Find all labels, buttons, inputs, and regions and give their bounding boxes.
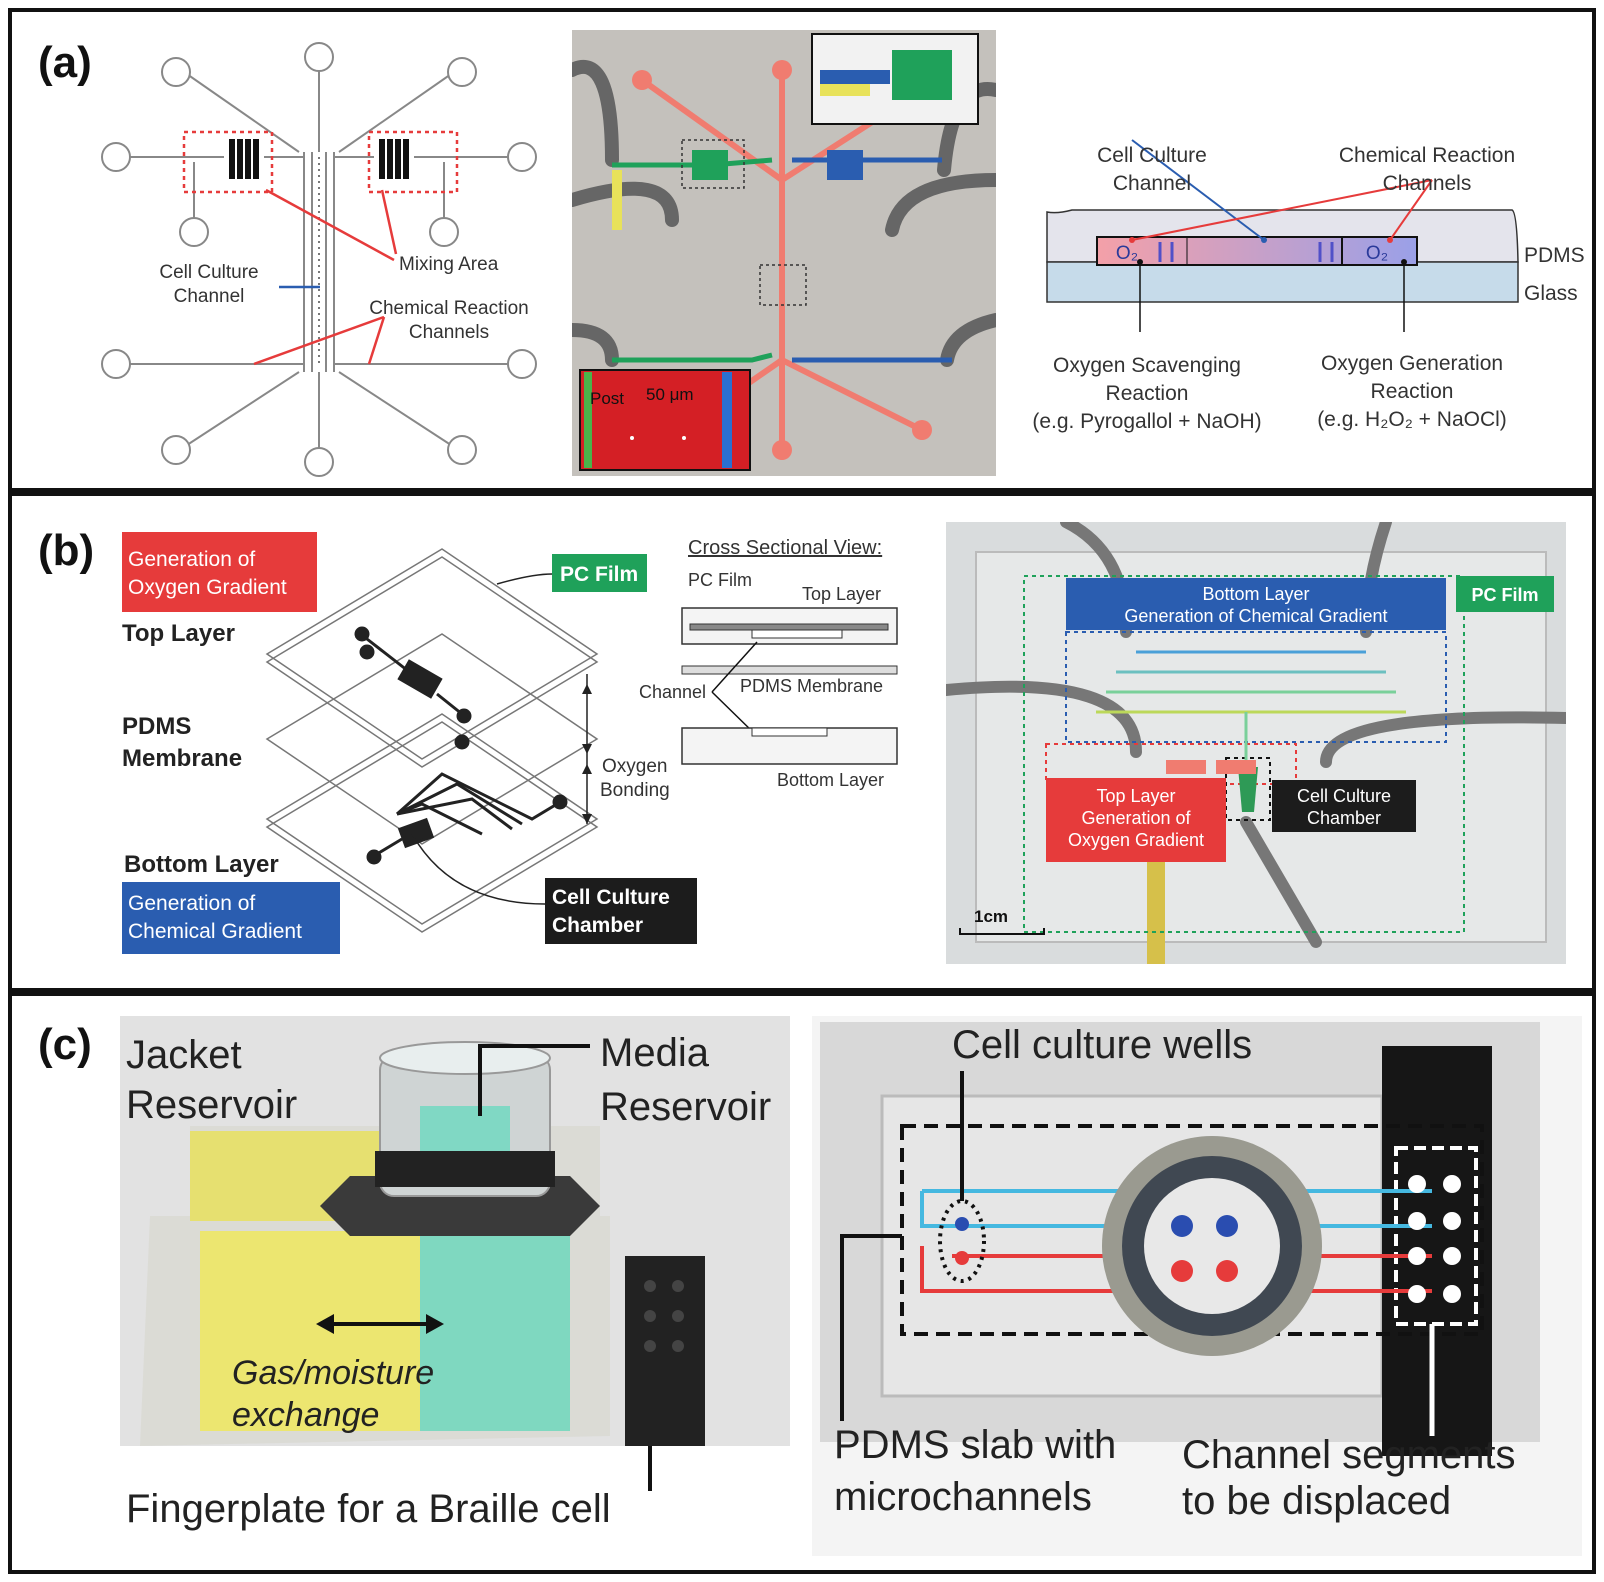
label-gas-1: Gas/moisture — [232, 1354, 434, 1392]
label-media-2: Reservoir — [600, 1085, 771, 1129]
label-gen-chem-2: Chemical Gradient — [128, 920, 302, 943]
label-scale-1cm: 1cm — [974, 907, 1008, 926]
label-50um: 50 μm — [646, 385, 694, 404]
label-cell-chamber-b-1: Cell Culture — [552, 886, 670, 909]
label-photo-top-layer-1: Top Layer — [1096, 786, 1175, 806]
label-photo-cell-chamber-2: Chamber — [1307, 808, 1381, 828]
label-jacket-2: Reservoir — [126, 1083, 297, 1127]
label-post: Post — [590, 389, 624, 408]
label-generation-1: Oxygen Generation — [1321, 352, 1503, 375]
label-xs-top-layer: Top Layer — [802, 584, 881, 604]
label-media-1: Media — [600, 1031, 710, 1075]
panel-b-photo: Bottom Layer Generation of Chemical Grad… — [946, 522, 1566, 964]
label-cell-chamber-b-2: Chamber — [552, 914, 643, 937]
label-photo-top-layer-3: Oxygen Gradient — [1068, 830, 1204, 850]
label-bottom-layer: Bottom Layer — [124, 851, 279, 878]
label-mixing-area: Mixing Area — [399, 254, 499, 275]
label-gen-oxygen-1: Generation of — [128, 548, 255, 571]
label-cell-culture-a-1: Cell Culture — [159, 262, 258, 283]
label-photo-cell-chamber-1: Cell Culture — [1297, 786, 1391, 806]
panel-label-b: (b) — [38, 526, 95, 575]
label-jacket-1: Jacket — [126, 1033, 242, 1077]
label-generation-3: (e.g. H₂O₂ + NaOCl) — [1317, 408, 1507, 431]
label-channel-segments-1: Channel segments — [1182, 1433, 1516, 1477]
label-cell-culture-xs-1: Cell Culture — [1097, 144, 1207, 167]
label-scavenging-2: Reaction — [1106, 382, 1189, 405]
label-chem-reaction-xs-1: Chemical Reaction — [1339, 144, 1515, 167]
label-xs-channel: Channel — [639, 682, 706, 702]
label-pc-film-b: PC Film — [560, 563, 638, 586]
label-chem-reaction-a-1: Chemical Reaction — [369, 298, 528, 319]
label-photo-pc-film: PC Film — [1471, 585, 1538, 605]
label-pdms-b-2: Membrane — [122, 745, 242, 772]
label-xs-pdms-membrane: PDMS Membrane — [740, 676, 883, 696]
label-gen-chem-1: Generation of — [128, 892, 255, 915]
label-cell-culture-xs-2: Channel — [1113, 172, 1191, 195]
label-cross-sectional-view: Cross Sectional View: — [688, 537, 882, 559]
label-fingerplate: Fingerplate for a Braille cell — [126, 1487, 611, 1531]
label-gas-2: exchange — [232, 1396, 379, 1434]
label-o2-left: O₂ — [1116, 243, 1138, 264]
panel-label-c: (c) — [38, 1020, 92, 1069]
label-photo-top-layer-2: Generation of — [1081, 808, 1191, 828]
panel-c-right-photo: Cell culture wells PDMS slab with microc… — [812, 1016, 1582, 1556]
label-pdms-a: PDMS — [1524, 244, 1585, 267]
label-xs-pc-film: PC Film — [688, 570, 752, 590]
panel-b-schematic: Generation of Oxygen Gradient Top Layer … — [122, 532, 898, 954]
label-glass-a: Glass — [1524, 282, 1578, 305]
label-xs-bottom-layer: Bottom Layer — [777, 770, 884, 790]
label-oxygen-bonding-1: Oxygen — [602, 756, 667, 777]
label-photo-bottom-layer-1: Bottom Layer — [1202, 584, 1309, 604]
label-scavenging-1: Oxygen Scavenging — [1053, 354, 1241, 377]
label-cell-culture-a-2: Channel — [174, 286, 245, 307]
label-chem-reaction-a-2: Channels — [409, 322, 489, 343]
label-cell-culture-wells: Cell culture wells — [952, 1023, 1252, 1067]
panel-c: (c) — [8, 992, 1596, 1574]
label-pdms-slab-1: PDMS slab with — [834, 1423, 1116, 1467]
panel-b: (b) Generation of Oxygen Gradient Top La… — [8, 492, 1596, 992]
label-gen-oxygen-2: Oxygen Gradient — [128, 576, 287, 599]
label-generation-2: Reaction — [1371, 380, 1454, 403]
label-pdms-b-1: PDMS — [122, 713, 191, 740]
label-scavenging-3: (e.g. Pyrogallol + NaOH) — [1032, 410, 1261, 433]
panel-a-schematic: Mixing Area Cell Culture Channel Chemica… — [101, 42, 537, 477]
panel-c-left-photo: Jacket Reservoir Media Reservoir Gas/moi… — [120, 1016, 790, 1556]
label-channel-segments-2: to be displaced — [1182, 1479, 1451, 1523]
label-oxygen-bonding-2: Bonding — [600, 780, 670, 801]
panel-label-a: (a) — [38, 38, 92, 87]
label-top-layer: Top Layer — [122, 620, 235, 647]
label-o2-right: O₂ — [1366, 243, 1388, 264]
panel-a-cross-section: O₂ O₂ Cell Culture Channel Chemical Reac… — [1032, 139, 1585, 433]
panel-a-photo: Post 50 μm — [572, 30, 996, 476]
label-chem-reaction-xs-2: Channels — [1383, 172, 1472, 195]
label-pdms-slab-2: microchannels — [834, 1475, 1092, 1519]
panel-a: (a) — [8, 8, 1596, 492]
label-photo-bottom-layer-2: Generation of Chemical Gradient — [1124, 606, 1387, 626]
